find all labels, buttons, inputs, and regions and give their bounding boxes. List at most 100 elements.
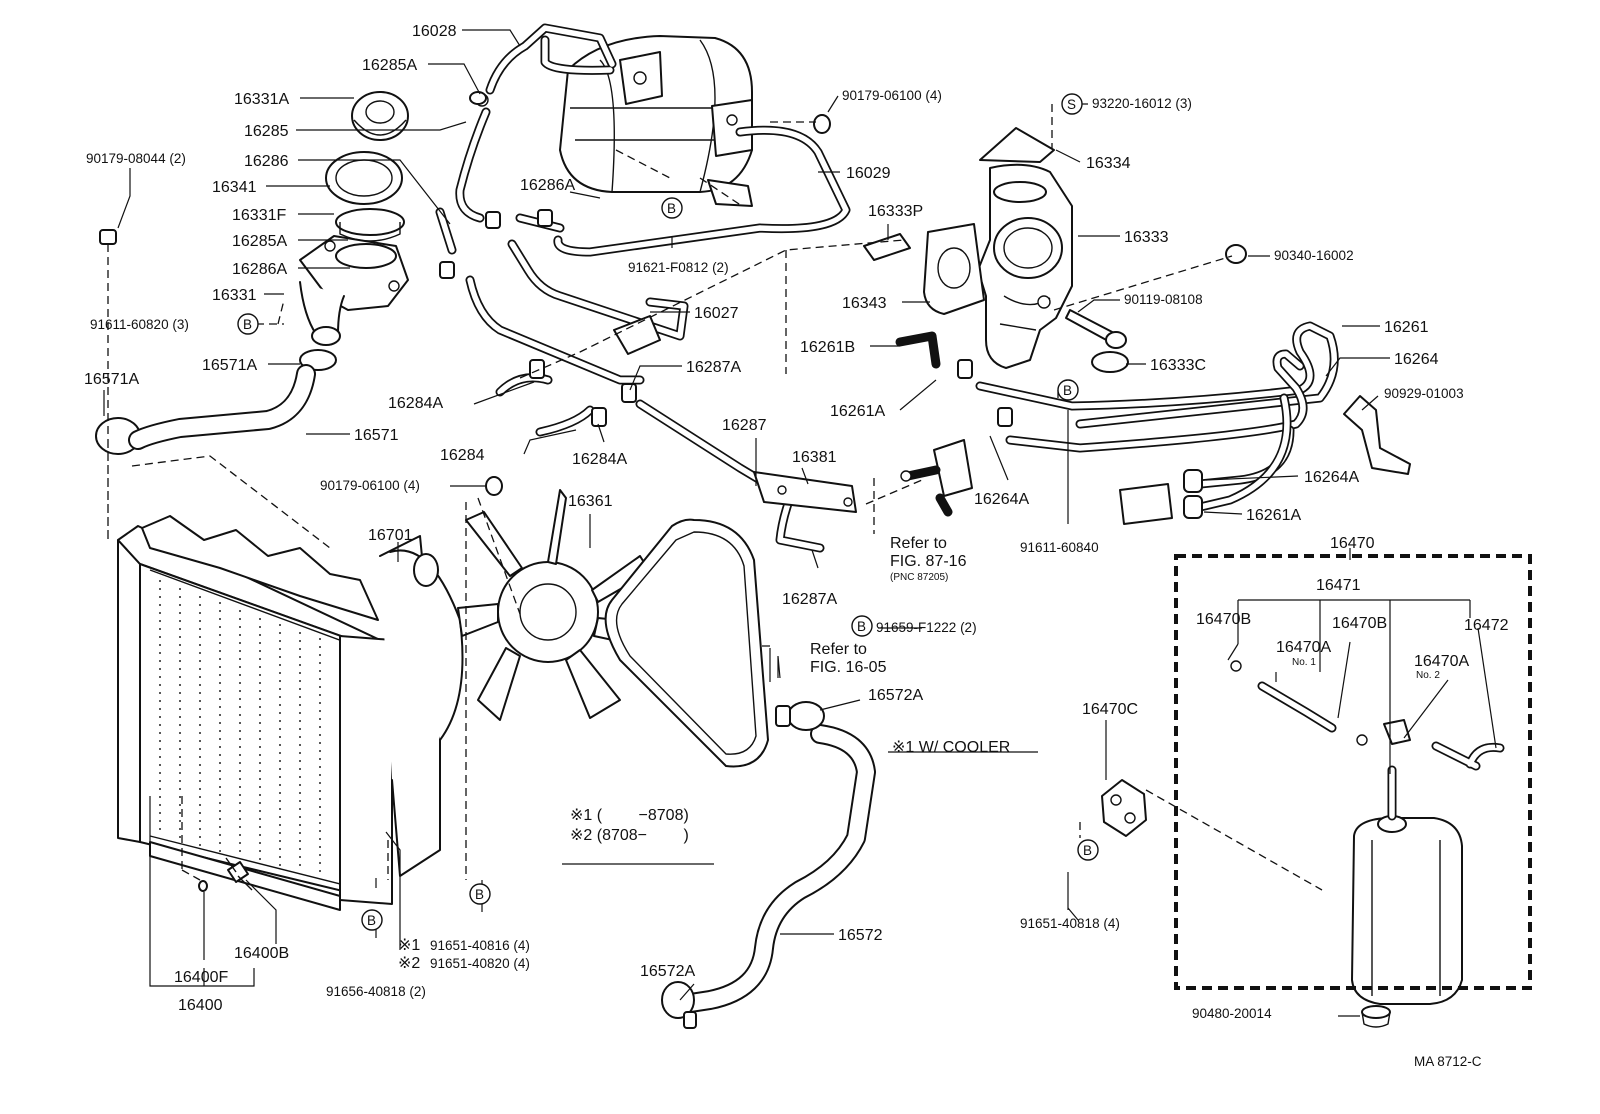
gasket-16341	[325, 151, 403, 205]
label-16334: 16334	[1086, 155, 1131, 172]
label-16284: 16284	[440, 447, 485, 464]
pipe-16028	[485, 23, 617, 95]
elbow-16261B	[895, 331, 941, 369]
label-no1: No. 1	[1292, 657, 1316, 668]
pipe-16029	[553, 125, 851, 257]
label-16331: 16331	[212, 287, 257, 304]
label-16361: 16361	[568, 493, 613, 510]
leader-lines	[103, 29, 1497, 1017]
hose-16286A	[435, 207, 565, 255]
pipes-16261-16264	[957, 321, 1339, 519]
water-valve	[900, 439, 973, 517]
b-marker-text: B	[475, 887, 484, 902]
pipe-16287	[635, 399, 857, 553]
reservoir-16470	[1230, 660, 1505, 1005]
label-16571A-a: 16571A	[202, 357, 257, 374]
label-91651-40818-4: 91651-40818 (4)	[1020, 916, 1120, 931]
b-marker-text: B	[667, 201, 676, 216]
label-91651-40820: 91651-40820 (4)	[430, 956, 530, 971]
label-16261: 16261	[1384, 319, 1429, 336]
dashed-reference-lines	[107, 104, 1323, 891]
mark-2: ※2	[398, 955, 420, 972]
b-marker-text: B	[1083, 843, 1092, 858]
plug-16333P	[863, 233, 911, 261]
label-91621-F0812: 91621-F0812 (2)	[628, 260, 729, 275]
bracket-16470C	[1101, 779, 1147, 837]
label-16400: 16400	[178, 997, 223, 1014]
b-marker-text: B	[857, 619, 866, 634]
label-no2: No. 2	[1416, 670, 1440, 681]
label-16381: 16381	[792, 449, 837, 466]
label-16284A-b: 16284A	[572, 451, 627, 468]
cap-90480-20014	[1361, 1005, 1391, 1028]
s-marker-text: S	[1067, 97, 1076, 112]
label-16287A-top: 16287A	[686, 359, 741, 376]
b-marker	[661, 197, 683, 219]
label-91611-60820: 91611-60820 (3)	[90, 317, 189, 332]
label-16287: 16287	[722, 417, 767, 434]
label-16029: 16029	[846, 165, 891, 182]
hose-16285	[455, 93, 491, 223]
label-16572A-low: 16572A	[640, 963, 695, 980]
part-labels: B B B B B B B S 16028 16285A 16331A 1628…	[84, 23, 1509, 1069]
label-91651-40816: 91651-40816 (4)	[430, 938, 530, 953]
label-16285A-top: 16285A	[362, 57, 417, 74]
heater-valve	[1119, 483, 1173, 525]
label-90179-06100-mid: 90179-06100 (4)	[320, 478, 420, 493]
drawing	[95, 23, 1532, 1029]
note-fig-16-05: FIG. 16-05	[810, 659, 887, 676]
fan-shroud-16701	[379, 535, 464, 877]
label-16470C: 16470C	[1082, 701, 1138, 718]
reservoir-kit-box	[1174, 554, 1532, 990]
b-markers	[237, 93, 1099, 931]
label-16287A-low: 16287A	[782, 591, 837, 608]
label-16284A-a: 16284A	[388, 395, 443, 412]
label-16285: 16285	[244, 123, 289, 140]
label-16331F: 16331F	[232, 207, 286, 224]
label-90929-01003: 90929-01003	[1384, 386, 1464, 401]
diagram-code: MA 8712-C	[1414, 1054, 1482, 1069]
label-16285A-mid: 16285A	[232, 233, 287, 250]
bolts	[485, 114, 1247, 496]
label-91656-40818: 91656-40818 (2)	[326, 984, 426, 999]
radiator-cap-16331A	[351, 91, 409, 141]
hose-16572	[661, 701, 876, 1029]
note-variant-2: ※2 (8708− )	[570, 827, 689, 844]
label-16331A: 16331A	[234, 91, 289, 108]
s-marker	[1061, 93, 1083, 115]
label-16286A-left: 16286A	[232, 261, 287, 278]
b-marker	[469, 883, 491, 905]
b-marker	[851, 615, 873, 637]
label-90340-16002: 90340-16002	[1274, 248, 1354, 263]
label-16027: 16027	[694, 305, 739, 322]
b-marker-text: B	[243, 317, 252, 332]
label-16261B: 16261B	[800, 339, 855, 356]
note-fig-87-16: FIG. 87-16	[890, 553, 967, 570]
label-16028: 16028	[412, 23, 457, 40]
note-refer-87-16: Refer to	[890, 535, 947, 552]
b-marker	[1077, 839, 1099, 861]
label-16333P: 16333P	[868, 203, 923, 220]
label-16400F: 16400F	[174, 969, 228, 986]
mark-1: ※1	[398, 937, 420, 954]
b-marker	[1057, 379, 1079, 401]
label-16571A-b: 16571A	[84, 371, 139, 388]
label-16343: 16343	[842, 295, 887, 312]
b-marker	[361, 909, 383, 931]
label-93220-16012: 93220-16012 (3)	[1092, 96, 1192, 111]
cover-16334	[979, 127, 1055, 163]
label-16472: 16472	[1464, 617, 1509, 634]
label-16400B: 16400B	[234, 945, 289, 962]
label-16572: 16572	[838, 927, 883, 944]
hose-16571	[128, 364, 316, 450]
label-16341: 16341	[212, 179, 257, 196]
b-marker-text: B	[367, 913, 376, 928]
label-16261A-b: 16261A	[1246, 507, 1301, 524]
note-refer-16-05: Refer to	[810, 641, 867, 658]
note-cooler: ※1 W/ COOLER	[892, 739, 1010, 756]
label-16701: 16701	[368, 527, 413, 544]
thermostat-housing-16333	[977, 163, 1073, 369]
filler-cap-16331F	[335, 208, 405, 242]
label-90480-20014: 90480-20014	[1192, 1006, 1272, 1021]
